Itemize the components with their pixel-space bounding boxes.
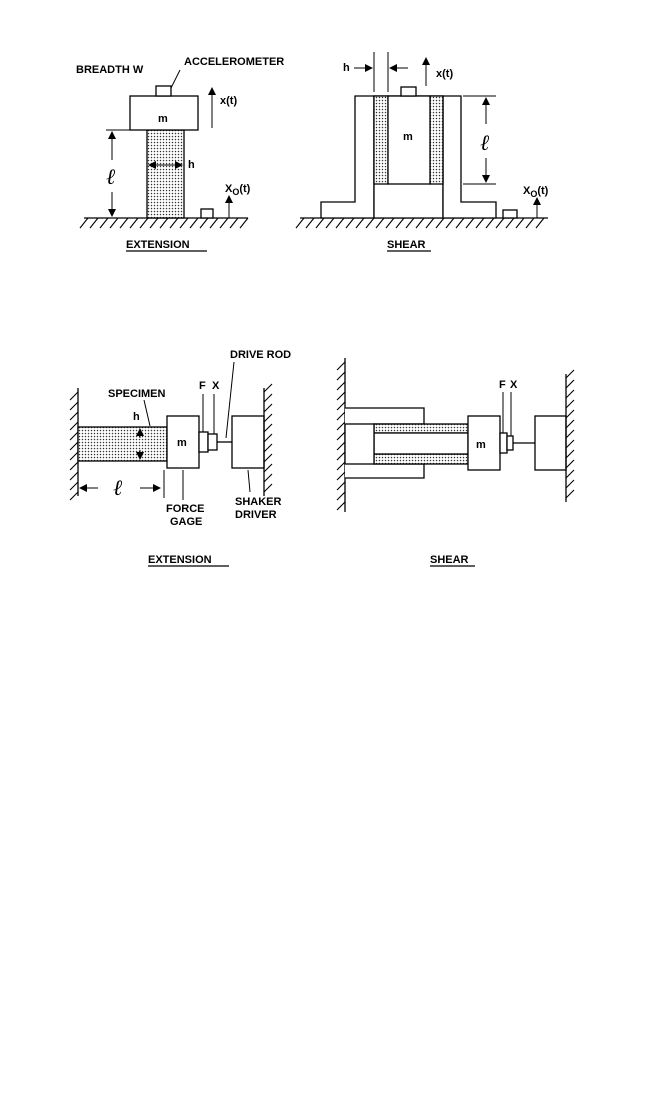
accelerometer-label: ACCELEROMETER: [184, 56, 284, 68]
specimen-strip-top: [374, 424, 468, 433]
force-gage-label-2: GAGE: [170, 516, 202, 528]
f-label: F: [499, 379, 506, 391]
specimen-strip-right: [430, 96, 443, 184]
accelerometer-block: [208, 434, 217, 450]
mass-label: m: [158, 113, 168, 125]
specimen-column: [147, 130, 184, 218]
h-label: h: [133, 411, 140, 423]
l-label: ℓ: [106, 164, 116, 189]
base-sensor: [503, 210, 517, 218]
mass-label: m: [476, 439, 486, 451]
specimen-strip-left: [374, 96, 388, 184]
h-label: h: [343, 62, 350, 74]
right-wall: [566, 370, 574, 502]
x-label: X: [510, 379, 518, 391]
specimen-strip-bottom: [374, 454, 468, 464]
mass-label: m: [177, 437, 187, 449]
x-t-label: x(t): [436, 68, 453, 80]
shear-rod: [374, 433, 468, 454]
left-wall: [70, 388, 78, 500]
shaker-label-2: DRIVER: [235, 509, 277, 521]
right-wall: [264, 384, 272, 496]
bottom-extension-diagram: m F X DRIVE ROD SPECIMEN h: [70, 349, 291, 566]
mass-label: m: [403, 131, 413, 143]
caption-shear-bottom: SHEAR: [430, 554, 469, 566]
left-wall: [337, 358, 345, 512]
x-t-label: x(t): [220, 95, 237, 107]
accelerometer-block: [156, 86, 171, 96]
shaker-driver: [535, 416, 566, 470]
shaker-driver: [232, 416, 264, 468]
specimen-label: SPECIMEN: [108, 388, 166, 400]
caption-extension-top: EXTENSION: [126, 239, 190, 251]
caption-extension-bottom: EXTENSION: [148, 554, 212, 566]
ground-hatch: [80, 218, 248, 228]
x0-label: XO(t): [225, 183, 251, 197]
force-gage-label: FORCE: [166, 503, 205, 515]
breadth-label: BREADTH W: [76, 64, 144, 76]
base-sensor: [201, 209, 213, 218]
force-gage-block: [199, 432, 208, 452]
shear-fixture: [321, 96, 374, 218]
ground-hatch: [296, 218, 548, 228]
caption-shear-top: SHEAR: [387, 239, 426, 251]
bottom-shear-diagram: m F X SHEAR: [337, 358, 574, 566]
top-extension-diagram: m ACCELEROMETER BREADTH W x(t) h ℓ XO(t)…: [76, 56, 284, 251]
f-label: F: [199, 380, 206, 392]
specimen-bar: [78, 427, 167, 461]
accelerometer-block: [507, 436, 513, 450]
x-label: X: [212, 380, 220, 392]
l-label: ℓ: [113, 475, 123, 500]
top-shear-diagram: m x(t) h ℓ XO(t) SHEAR: [296, 52, 549, 251]
l-label: ℓ: [480, 130, 490, 155]
accelerometer-block: [401, 87, 416, 96]
shaker-label: SHAKER: [235, 496, 282, 508]
force-gage-block: [500, 433, 507, 453]
h-label: h: [188, 159, 195, 171]
x0-label: XO(t): [523, 185, 549, 199]
drive-rod-label: DRIVE ROD: [230, 349, 291, 361]
